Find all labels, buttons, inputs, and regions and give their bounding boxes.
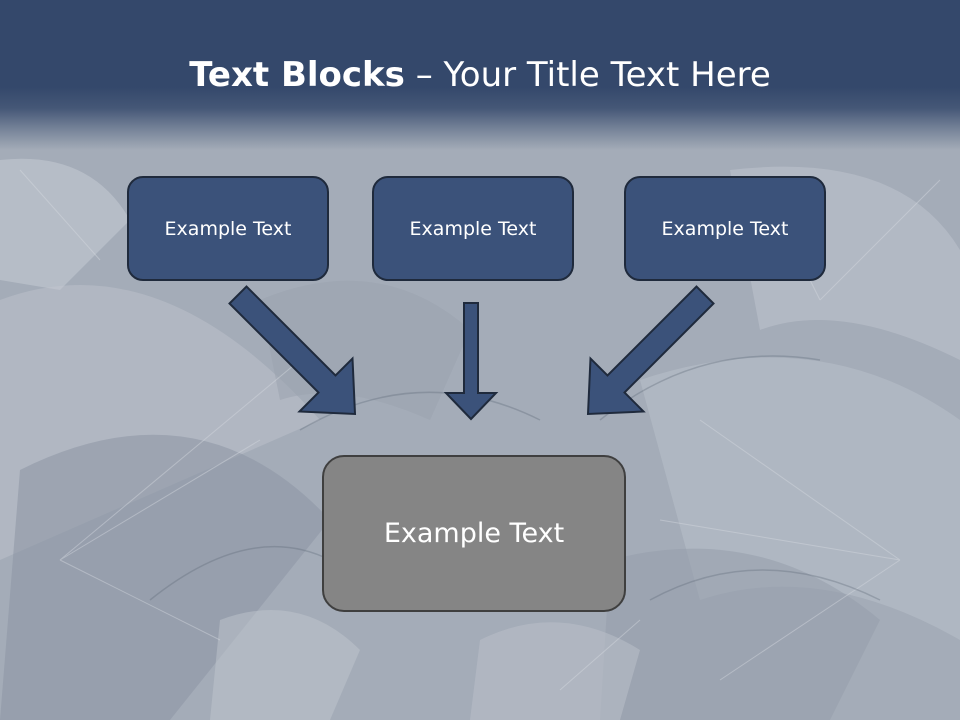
page-title: Text Blocks – Your Title Text Here [0, 52, 960, 98]
header-band [0, 0, 960, 150]
title-separator: – [404, 55, 444, 95]
title-normal-part: Your Title Text Here [443, 55, 771, 95]
title-bold-part: Text Blocks [189, 55, 405, 95]
top-text-block-1[interactable]: Example Text [127, 176, 329, 281]
top-text-block-3[interactable]: Example Text [624, 176, 826, 281]
bottom-text-block[interactable]: Example Text [322, 455, 626, 612]
top-text-block-2[interactable]: Example Text [372, 176, 574, 281]
